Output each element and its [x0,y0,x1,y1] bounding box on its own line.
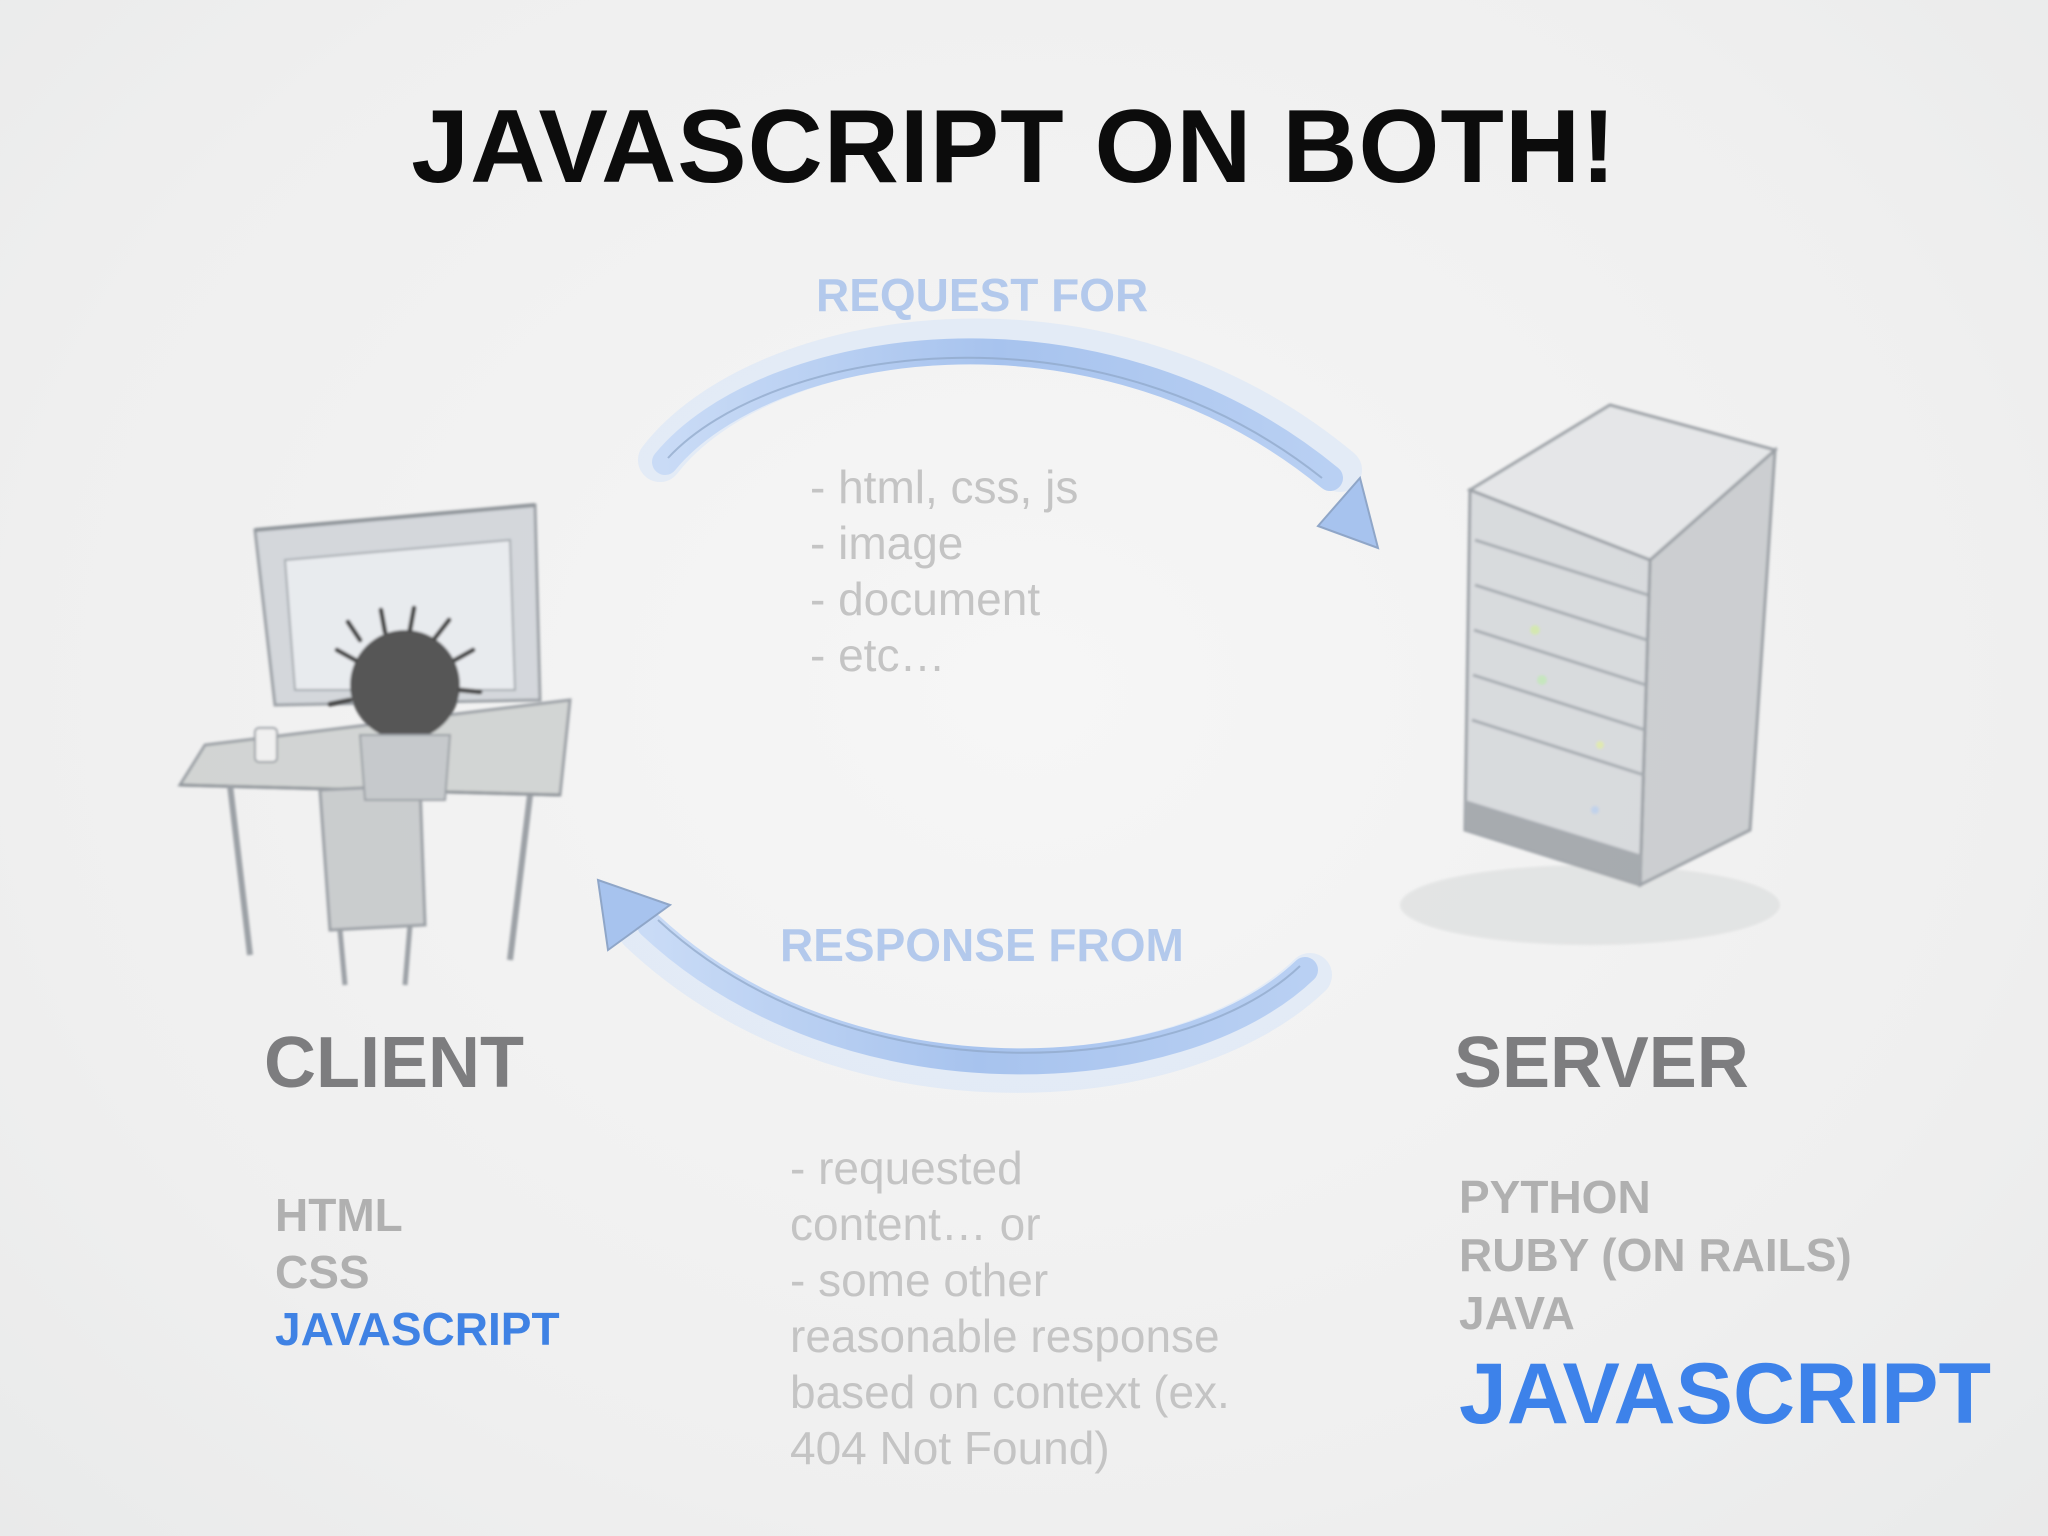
request-arrow [638,318,1380,550]
response-item: based on context (ex. [790,1366,1230,1418]
request-item: - etc… [810,629,946,681]
request-item: - html, css, js [810,461,1079,513]
client-tech-item-highlight: JAVASCRIPT [275,1303,560,1355]
request-label: REQUEST FOR [816,269,1149,321]
request-items: - html, css, js - image - document - etc… [810,459,1078,683]
server-tech-item: JAVA [1459,1287,1575,1339]
response-item: - some other [790,1254,1049,1306]
server-tech-item: PYTHON [1459,1171,1651,1223]
response-items: - requested content… or - some other rea… [790,1140,1230,1476]
response-item: reasonable response [790,1310,1220,1362]
client-sketch [177,503,572,986]
server-tech-list: PYTHON RUBY (ON RAILS) JAVA JAVASCRIPT [1459,1168,1991,1442]
server-tech-item: RUBY (ON RAILS) [1459,1229,1852,1281]
server-sketch [1400,403,1780,945]
request-item: - image [810,517,964,569]
response-label: RESPONSE FROM [780,919,1184,971]
response-item: 404 Not Found) [790,1422,1110,1474]
server-title: SERVER [1454,1023,1749,1103]
request-item: - document [810,573,1041,625]
response-arrow [596,878,1332,1093]
client-tech-item: HTML [275,1189,403,1241]
client-tech-list: HTML CSS JAVASCRIPT [275,1187,560,1358]
server-tech-item-highlight: JAVASCRIPT [1459,1346,1991,1442]
slide-title: JAVASCRIPT ON BOTH! [411,89,1617,205]
response-item: - requested [790,1142,1023,1194]
client-title: CLIENT [264,1023,524,1103]
client-tech-item: CSS [275,1246,370,1298]
response-item: content… or [790,1198,1041,1250]
